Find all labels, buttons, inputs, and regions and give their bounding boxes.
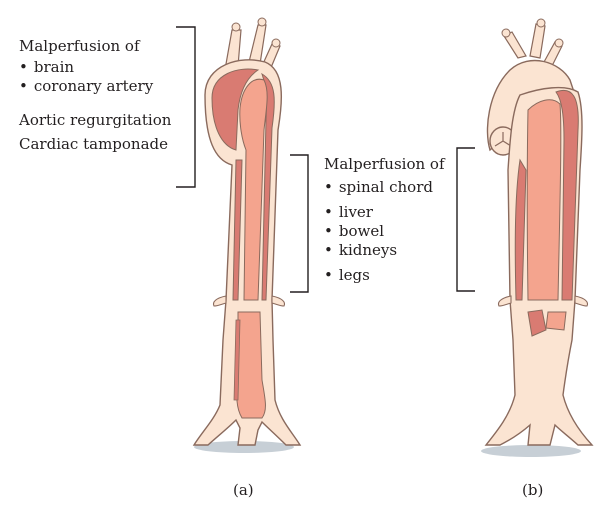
side-branch-a1 xyxy=(212,295,227,307)
branch-end-b2 xyxy=(536,18,546,28)
panel-label-b: (b) xyxy=(522,481,544,499)
middle-heading: Malperfusion of xyxy=(324,155,445,173)
left-extra-regurgitation: Aortic regurgitation xyxy=(19,111,172,129)
shadow-b xyxy=(481,445,581,457)
branch-b1 xyxy=(503,31,527,59)
left-extra-tamponade: Cardiac tamponade xyxy=(19,135,169,153)
branch-end-a3 xyxy=(271,38,281,48)
middle-item-kidneys: kidneys xyxy=(324,241,397,259)
branch-end-b3 xyxy=(554,38,564,48)
branch-end-a1 xyxy=(231,22,241,32)
branch-end-b1 xyxy=(501,28,511,38)
false-lumen-lower-a xyxy=(233,319,241,401)
panel-label-a: (a) xyxy=(233,481,254,499)
aorta-a xyxy=(192,17,302,453)
side-branch-a2 xyxy=(271,295,286,307)
middle-item-bowel: bowel xyxy=(324,222,384,240)
middle-item-liver: liver xyxy=(324,203,373,221)
left-heading: Malperfusion of xyxy=(19,37,140,55)
bracket-left xyxy=(176,26,196,188)
bracket-right xyxy=(456,147,475,292)
side-branch-b2 xyxy=(574,295,589,307)
shadow-a xyxy=(194,441,294,453)
false-lumen-desc-b xyxy=(555,90,579,301)
branch-b2 xyxy=(529,23,546,59)
bracket-middle xyxy=(290,154,309,293)
false-lumen-lower-b xyxy=(527,309,547,337)
true-lumen-lower-b xyxy=(545,311,567,331)
middle-item-legs: legs xyxy=(324,266,370,284)
left-carotid-branch-a xyxy=(248,24,267,65)
false-lumen-left-a xyxy=(232,159,243,301)
side-branch-b1 xyxy=(497,295,512,307)
false-lumen-arch-a xyxy=(211,68,260,151)
false-lumen-left-b xyxy=(514,158,527,301)
true-lumen-a xyxy=(239,78,268,301)
true-lumen-b xyxy=(526,99,562,301)
left-item-brain: brain xyxy=(19,58,74,76)
branch-end-a2 xyxy=(257,17,267,27)
left-item-coronary: coronary artery xyxy=(19,77,153,95)
middle-item-spinal: spinal chord xyxy=(324,178,433,196)
aorta-b xyxy=(481,18,594,457)
